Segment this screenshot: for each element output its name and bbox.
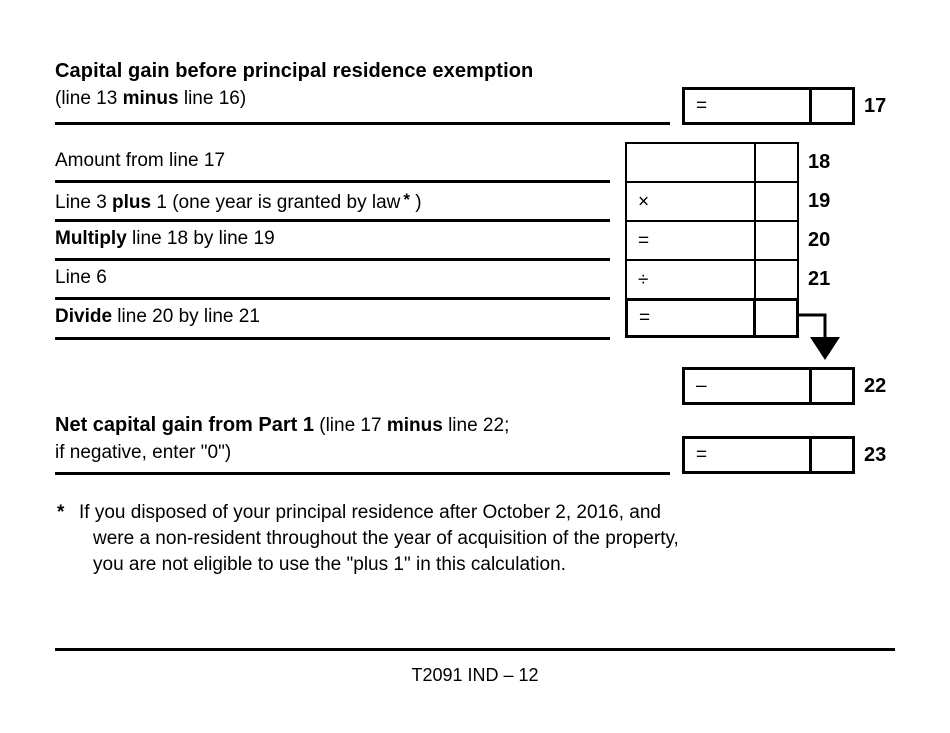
line-number-19: 19 xyxy=(808,190,831,212)
amount-field-23[interactable]: = xyxy=(685,439,809,471)
amount-field-19[interactable]: × xyxy=(627,183,754,220)
cents-field-21[interactable] xyxy=(754,261,797,298)
amount-field-21[interactable]: ÷ xyxy=(627,261,754,298)
cents-field-23[interactable] xyxy=(809,439,852,471)
footnote-line-3: you are not eligible to use the "plus 1"… xyxy=(93,554,566,575)
cents-field-22[interactable] xyxy=(809,370,852,402)
footnote-body: If you disposed of your principal reside… xyxy=(79,500,897,578)
amount-box-21[interactable]: ÷ xyxy=(625,259,799,298)
footnote-star: * xyxy=(57,502,65,523)
net-gain-title-bold2: minus xyxy=(386,415,443,436)
line-number-18: 18 xyxy=(808,151,831,173)
operator-equals-23: = xyxy=(696,444,708,466)
line-number-17: 17 xyxy=(864,95,887,117)
footnote-line-1: If you disposed of your principal reside… xyxy=(79,502,661,523)
amount-box-17[interactable]: = xyxy=(682,87,855,125)
amount-field-17[interactable]: = xyxy=(685,90,809,122)
row-rule-21 xyxy=(55,297,610,300)
net-gain-title: Net capital gain from Part 1 (line 17 mi… xyxy=(55,412,509,439)
operator-minus-22: – xyxy=(696,375,707,397)
row-label-18: Amount from line 17 xyxy=(55,150,226,171)
row-rule-20 xyxy=(55,258,610,261)
operator-equals-divide: = xyxy=(639,307,651,329)
form-identifier: T2091 IND – 12 xyxy=(411,665,539,685)
page-subtitle: (line 13 minus line 16) xyxy=(55,88,246,110)
heading-rule xyxy=(55,122,670,125)
row-rule-divide xyxy=(55,337,610,340)
net-gain-title-post: line 22; xyxy=(442,415,510,436)
row-19-end: ) xyxy=(409,192,422,213)
subtitle-pre: (line 13 xyxy=(55,88,123,109)
amount-box-23[interactable]: = xyxy=(682,436,855,474)
subtitle-bold: minus xyxy=(122,88,179,109)
net-gain-title-bold: Net capital gain from Part 1 xyxy=(55,414,314,436)
operator-divide-21: ÷ xyxy=(638,269,649,290)
amount-box-22[interactable]: – xyxy=(682,367,855,405)
footer-rule xyxy=(55,648,895,651)
amount-field-22[interactable]: – xyxy=(685,370,809,402)
amount-field-divide[interactable]: = xyxy=(628,301,753,335)
amount-box-20[interactable]: = xyxy=(625,220,799,259)
row-divide-post: line 20 by line 21 xyxy=(112,306,260,327)
footnote: * If you disposed of your principal resi… xyxy=(57,500,897,578)
row-label-21: Line 6 xyxy=(55,267,107,288)
amount-box-18[interactable] xyxy=(625,142,799,181)
footnote-line-2: were a non-resident throughout the year … xyxy=(93,528,679,549)
amount-box-stack: × = ÷ = xyxy=(625,142,799,338)
line-number-21: 21 xyxy=(808,268,831,290)
row-rule-18 xyxy=(55,180,610,183)
flow-arrow-icon xyxy=(797,313,840,360)
row-19-pre: Line 3 xyxy=(55,192,113,213)
row-20-post: line 18 by line 19 xyxy=(126,228,275,249)
cents-field-19[interactable] xyxy=(754,183,797,220)
net-gain-subtitle: if negative, enter "0") xyxy=(55,442,232,463)
cents-field-divide[interactable] xyxy=(753,301,796,335)
row-label-20: Multiply line 18 by line 19 xyxy=(55,226,275,252)
row-19-post: 1 (one year is granted by law xyxy=(151,192,401,213)
cents-field-18[interactable] xyxy=(754,144,797,181)
net-gain-rule xyxy=(55,472,670,475)
cents-field-20[interactable] xyxy=(754,222,797,259)
row-label-19: Line 3 plus 1 (one year is granted by la… xyxy=(55,187,422,216)
amount-box-19[interactable]: × xyxy=(625,181,799,220)
footnote-marker-icon: * xyxy=(403,190,410,209)
line-number-23: 23 xyxy=(864,444,887,466)
line-number-20: 20 xyxy=(808,229,831,251)
amount-field-18[interactable] xyxy=(627,144,754,181)
operator-multiply-19: × xyxy=(638,191,650,212)
amount-box-divide[interactable]: = xyxy=(625,298,799,338)
net-gain-title-mid: (line 17 xyxy=(313,415,387,436)
amount-field-20[interactable]: = xyxy=(627,222,754,259)
subtitle-post: line 16) xyxy=(178,88,247,109)
page-title: Capital gain before principal residence … xyxy=(55,60,534,82)
row-rule-19 xyxy=(55,219,610,222)
cents-field-17[interactable] xyxy=(809,90,852,122)
row-divide-bold: Divide xyxy=(55,306,113,327)
row-label-divide: Divide line 20 by line 21 xyxy=(55,304,260,330)
row-20-bold: Multiply xyxy=(55,228,127,249)
operator-equals-17: = xyxy=(696,95,708,117)
operator-equals-20: = xyxy=(638,230,650,251)
line-number-22: 22 xyxy=(864,375,887,397)
row-19-bold: plus xyxy=(112,192,152,213)
